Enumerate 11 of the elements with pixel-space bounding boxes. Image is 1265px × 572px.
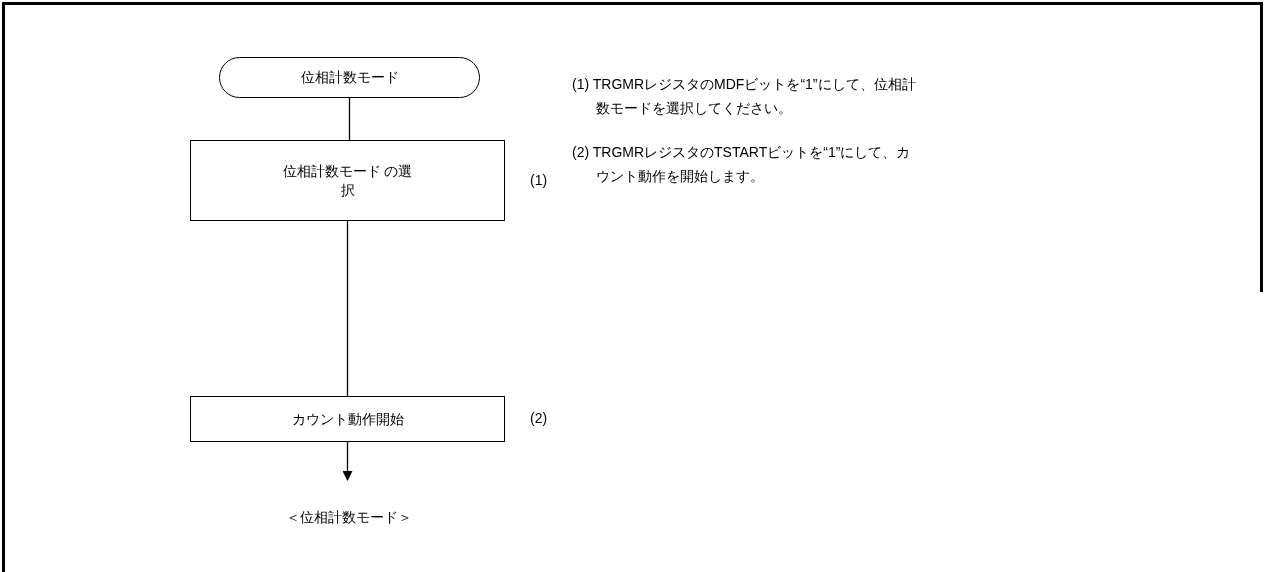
note-text: (2) TRGMRレジスタのTSTARTビットを“1”にして、カウント動作を開始します。 (572, 143, 912, 186)
process-box: カウント動作開始 (190, 396, 505, 442)
process-box: 位相計数モード の選択 (190, 140, 505, 221)
step-number: (1) (530, 171, 548, 188)
connector-line (346, 220, 349, 397)
connector-line (348, 97, 351, 141)
terminal-box: 位相計数モード (219, 57, 480, 98)
note-text: (1) TRGMRレジスタのMDFビットを“1”にして、位相計数モードを選択してください。 (572, 75, 917, 118)
end-label: ＜位相計数モード＞ (249, 505, 449, 531)
step-number: (2) (530, 410, 548, 426)
arrow (342, 441, 353, 481)
